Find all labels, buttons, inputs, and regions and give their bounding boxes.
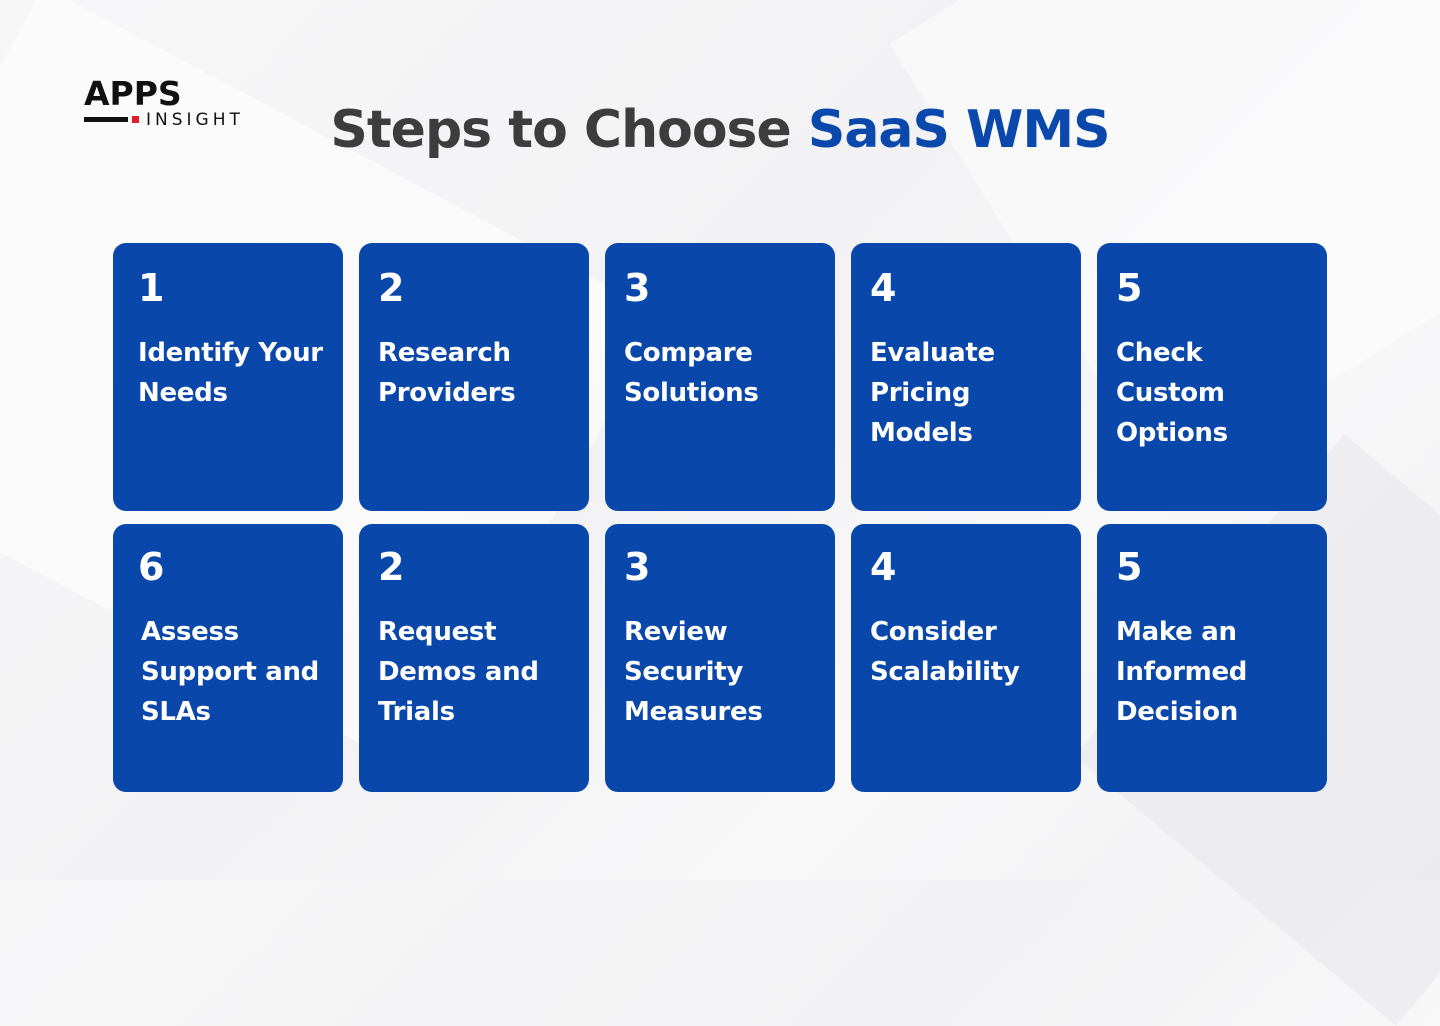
logo-red-square <box>132 116 139 123</box>
step-card-7: 2 Request Demos and Trials <box>359 524 589 792</box>
title-main: Steps to Choose <box>330 100 791 160</box>
step-number: 6 <box>138 545 165 589</box>
step-card-10: 5 Make an Informed Decision <box>1097 524 1327 792</box>
step-card-1: 1 Identify Your Needs <box>113 243 343 511</box>
step-number: 4 <box>870 266 897 310</box>
step-number: 4 <box>870 545 897 589</box>
step-label: Identify Your Needs <box>138 338 323 408</box>
step-card-2: 2 Research Providers <box>359 243 589 511</box>
step-card-5: 5 Check Custom Options <box>1097 243 1327 511</box>
step-number: 5 <box>1116 266 1143 310</box>
step-number: 3 <box>624 545 651 589</box>
step-card-3: 3 Compare Solutions <box>605 243 835 511</box>
step-card-9: 4 Consider Scalability <box>851 524 1081 792</box>
step-label: Consider Scalability <box>870 617 1020 687</box>
step-label: Check Custom Options <box>1116 338 1228 448</box>
step-card-8: 3 Review Security Measures <box>605 524 835 792</box>
step-card-4: 4 Evaluate Pricing Models <box>851 243 1081 511</box>
step-label: Assess Support and SLAs <box>141 617 319 727</box>
step-label: Review Security Measures <box>624 617 763 727</box>
logo-secondary-text: INSIGHT <box>146 110 244 130</box>
steps-grid: 1 Identify Your Needs 2 Research Provide… <box>113 243 1327 792</box>
page-title: Steps to Choose SaaS WMS <box>0 98 1440 162</box>
step-label: Make an Informed Decision <box>1116 617 1248 727</box>
logo-primary-text: APPS <box>84 74 182 113</box>
step-number: 2 <box>378 545 405 589</box>
title-accent: SaaS WMS <box>807 100 1111 160</box>
logo-underline-bar <box>84 117 128 122</box>
step-number: 3 <box>624 266 651 310</box>
step-label: Evaluate Pricing Models <box>870 338 995 448</box>
step-number: 2 <box>378 266 405 310</box>
step-card-6: 6 Assess Support and SLAs <box>113 524 343 792</box>
step-number: 1 <box>138 266 165 310</box>
step-label: Research Providers <box>378 338 516 408</box>
apps-insight-logo: APPS INSIGHT <box>84 76 274 132</box>
step-number: 5 <box>1116 545 1143 589</box>
step-label: Compare Solutions <box>624 338 759 408</box>
step-label: Request Demos and Trials <box>378 617 539 727</box>
